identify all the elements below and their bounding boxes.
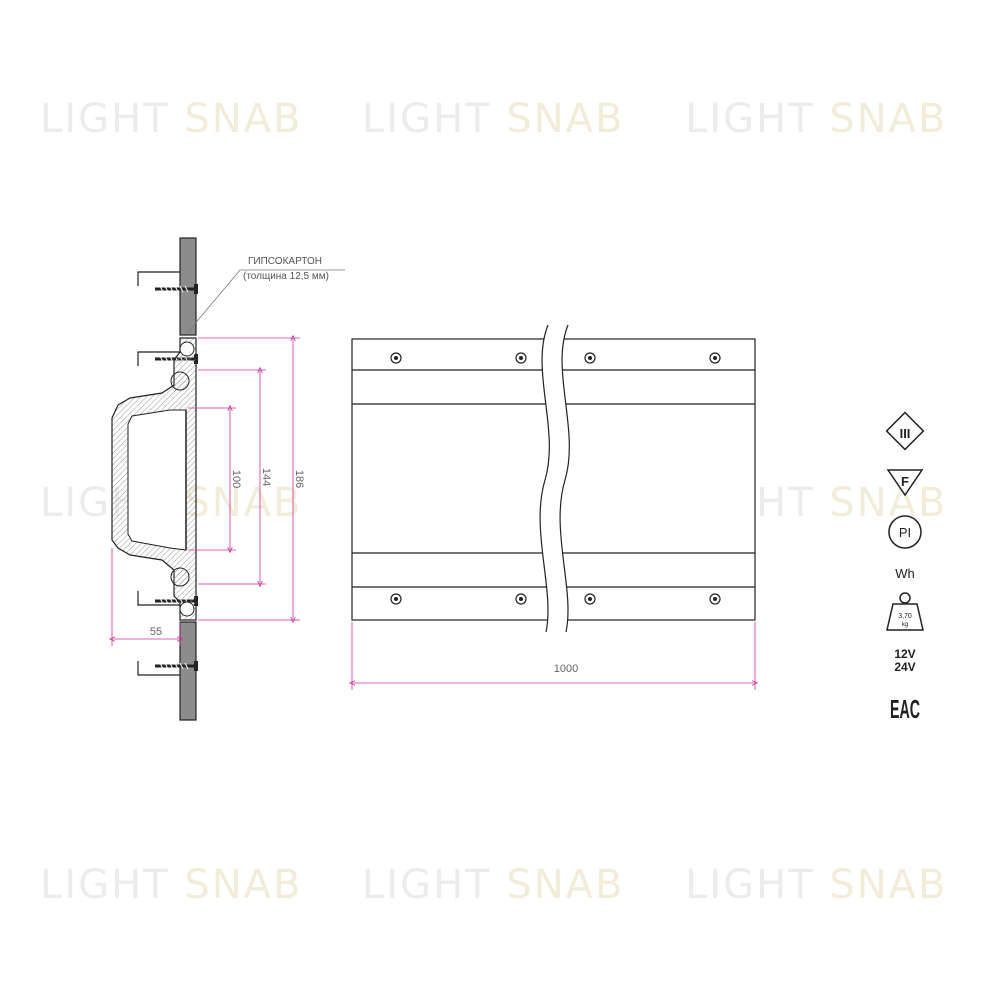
dimension-lines-section: [112, 338, 300, 646]
watermark: LIGHT SNAB: [362, 96, 625, 142]
screw-icon: [155, 661, 198, 671]
dimension-1000: 1000: [554, 663, 578, 675]
watermark: LIGHT SNAB: [685, 96, 948, 142]
profile-channel: [127, 409, 187, 551]
drywall-lower: [179, 621, 197, 721]
svg-text:F: F: [901, 474, 909, 489]
hole-icon: [709, 352, 721, 364]
voltage-24v: 24V: [894, 660, 915, 674]
svg-text:kg: kg: [902, 622, 908, 628]
dimension-144: 144: [260, 468, 272, 486]
material-icon: PI: [888, 515, 922, 549]
hole-icon: [515, 352, 527, 364]
svg-text:III: III: [900, 426, 911, 441]
dimension-100: 100: [230, 470, 242, 488]
watermark: LIGHT SNAB: [40, 862, 303, 908]
weight-icon: 3,70 kg: [886, 592, 924, 631]
break-mark: [540, 325, 570, 632]
section-view: ГИПСОКАРТОН (толщина 12,5 мм): [111, 237, 345, 721]
channel: [137, 661, 180, 676]
hole-icon: [584, 352, 596, 364]
hole-icon: [709, 593, 721, 605]
svg-text:PI: PI: [899, 525, 911, 540]
mounting-holes: [390, 352, 721, 605]
voltage-12v: 12V: [894, 647, 915, 661]
class-iii-icon: III: [885, 411, 925, 451]
f-mark-icon: F: [886, 469, 924, 497]
channel: [137, 591, 180, 606]
drywall-upper: [179, 237, 197, 336]
hole-icon: [390, 593, 402, 605]
channel: [137, 271, 180, 286]
channel: [137, 351, 180, 366]
svg-text:3,70: 3,70: [898, 613, 912, 620]
watermark: LIGHT SNAB: [685, 862, 948, 908]
hole-icon: [390, 352, 402, 364]
hole-icon: [515, 593, 527, 605]
hole-icon: [584, 593, 596, 605]
dimension-55: 55: [150, 626, 162, 638]
watermark: LIGHT SNAB: [362, 862, 625, 908]
screw-icon: [155, 284, 198, 294]
annotation-line2: (толщина 12,5 мм): [243, 271, 329, 282]
dimension-186: 186: [293, 470, 305, 488]
eac-mark-icon: EAC: [890, 694, 920, 724]
annotation-line1: ГИПСОКАРТОН: [248, 256, 322, 267]
dimension-lines-front: [352, 622, 755, 690]
color-label: Wh: [895, 566, 915, 581]
annotation-leader: [187, 269, 345, 333]
watermark: LIGHT SNAB: [40, 96, 303, 142]
